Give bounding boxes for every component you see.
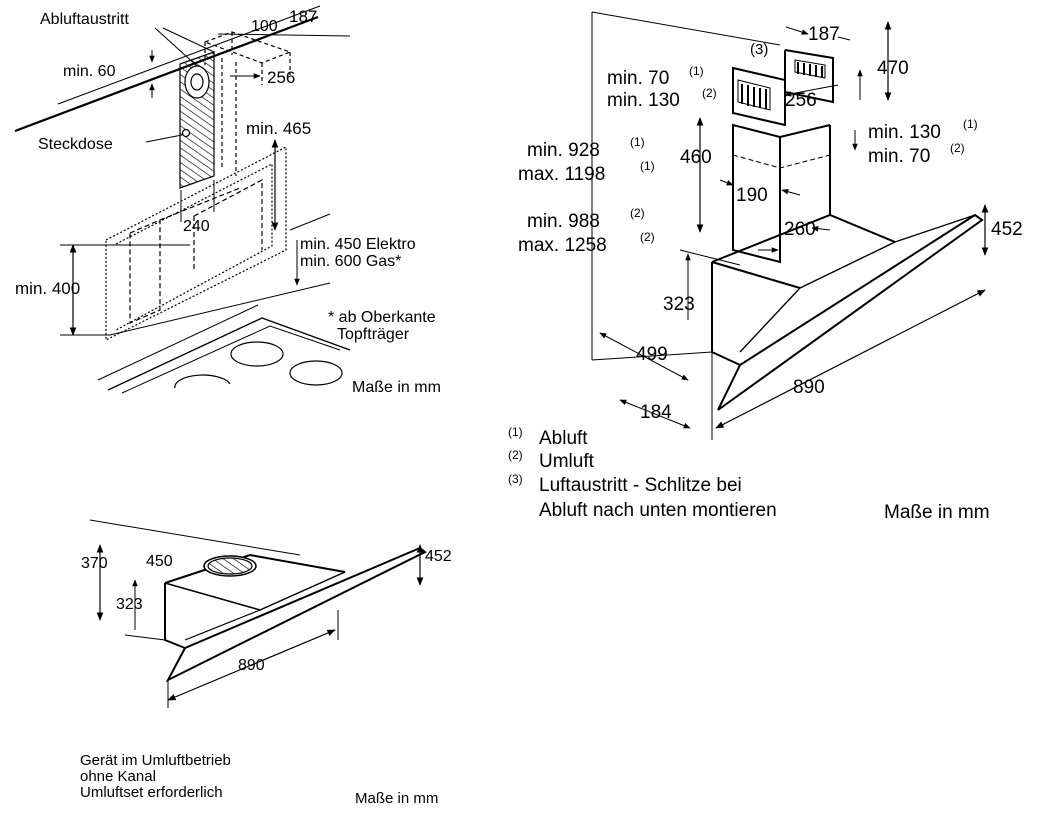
cooktop-edge bbox=[107, 317, 351, 391]
dim-line-100 bbox=[217, 33, 351, 37]
vent-slots-icon bbox=[737, 79, 771, 111]
dim-min928-label: min. 928 bbox=[527, 140, 600, 161]
bottom-hood-body bbox=[164, 583, 186, 649]
burner-icon bbox=[230, 341, 284, 367]
dim-260-label: 260 bbox=[784, 219, 816, 240]
dim-890-bottom-label: 890 bbox=[238, 657, 265, 674]
exhaust-outlet-label: Abluftaustritt bbox=[40, 11, 129, 28]
dim-256-right-label: 256 bbox=[785, 90, 817, 111]
dim-452-right-label: 452 bbox=[991, 219, 1023, 240]
note-line1: * ab Oberkante bbox=[328, 309, 436, 326]
dim-min600-label: min. 600 Gas* bbox=[300, 253, 401, 270]
dim-min450-label: min. 450 Elektro bbox=[300, 236, 416, 253]
exhaust-opening-icon bbox=[184, 65, 210, 99]
dim-min130b-sup: (1) bbox=[963, 117, 978, 131]
dim-370-label: 370 bbox=[81, 555, 108, 572]
hood-outline-dotted bbox=[105, 146, 287, 341]
socket-icon bbox=[181, 128, 191, 138]
dim-470-label: 470 bbox=[877, 58, 909, 79]
exhaust-opening-inner bbox=[190, 73, 204, 91]
hood-body bbox=[711, 262, 741, 366]
dim-min988-sup: (2) bbox=[630, 206, 645, 220]
legend-mark-3: (3) bbox=[508, 472, 523, 486]
dim-240-label: 240 bbox=[183, 218, 210, 235]
dim-min130b-label: min. 130 bbox=[868, 122, 941, 143]
left-installation-diagram bbox=[14, 5, 351, 394]
legend-mark-1: (1) bbox=[508, 425, 523, 439]
dim-460-label: 460 bbox=[680, 147, 712, 168]
lower-chimney bbox=[732, 123, 781, 264]
ceiling-line bbox=[14, 15, 319, 133]
dim-190-label: 190 bbox=[736, 185, 768, 206]
upper-chimney-back bbox=[784, 49, 834, 104]
dim-min130-label: min. 130 bbox=[607, 90, 680, 111]
dim-499-label: 499 bbox=[636, 344, 668, 365]
legend-text-3: Luftaustritt - Schlitze bei bbox=[539, 475, 742, 496]
filter-grid-icon bbox=[207, 557, 253, 575]
ceiling-line-upper bbox=[57, 5, 321, 105]
dim-min70b-sup: (2) bbox=[950, 141, 965, 155]
dim-min70-label: min. 70 bbox=[607, 68, 669, 89]
dim-323-bottom-label: 323 bbox=[116, 596, 143, 613]
note-line2: Topfträger bbox=[337, 326, 410, 343]
caption-line1: Gerät im Umluftbetrieb bbox=[80, 752, 231, 769]
caption-line3: Umluftset erforderlich bbox=[80, 784, 223, 801]
dim-187-label: 187 bbox=[289, 7, 317, 26]
dim-max1258-label: max. 1258 bbox=[518, 235, 607, 256]
dim-100-label: 100 bbox=[251, 18, 278, 35]
dim-450-label: 450 bbox=[146, 553, 173, 570]
burner-icon bbox=[174, 374, 231, 389]
left-units-label: Maße in mm bbox=[352, 379, 441, 396]
dim-min60-label: min. 60 bbox=[63, 63, 116, 80]
dim-arrow-890 bbox=[715, 289, 986, 429]
dim-min400-label: min. 400 bbox=[15, 279, 80, 298]
dim-max1258-sup: (2) bbox=[640, 230, 655, 244]
ref3-label: (3) bbox=[750, 41, 768, 58]
dim-min70-sup: (1) bbox=[689, 64, 704, 78]
dim-min130-sup: (2) bbox=[702, 86, 717, 100]
dim-890-right-label: 890 bbox=[793, 377, 825, 398]
dim-min70b-label: min. 70 bbox=[868, 146, 930, 167]
socket-label: Steckdose bbox=[38, 136, 113, 153]
legend: (1) Abluft (2) Umluft (3) Luftaustritt -… bbox=[508, 425, 990, 523]
dim-min465-label: min. 465 bbox=[246, 119, 311, 138]
dim-184-label: 184 bbox=[640, 402, 672, 423]
dim-max1198-sup: (1) bbox=[640, 159, 655, 173]
bottom-recirculation-diagram bbox=[89, 519, 427, 708]
right-hood-diagram bbox=[591, 11, 989, 440]
dim-min928-sup: (1) bbox=[630, 135, 645, 149]
right-units-label: Maße in mm bbox=[884, 502, 990, 523]
dim-323-right-label: 323 bbox=[663, 294, 695, 315]
legend-mark-2: (2) bbox=[508, 448, 523, 462]
dim-187-right-label: 187 bbox=[808, 24, 840, 45]
bottom-units-label: Maße in mm bbox=[355, 790, 438, 807]
legend-continuation: Abluft nach unten montieren bbox=[539, 500, 777, 521]
upper-chimney-front bbox=[732, 66, 786, 127]
dim-min988-label: min. 988 bbox=[527, 211, 600, 232]
caption-line2: ohne Kanal bbox=[80, 768, 156, 785]
outlet-box bbox=[203, 31, 292, 64]
dim-452-bottom-label: 452 bbox=[425, 548, 452, 565]
legend-text-1: Abluft bbox=[539, 428, 588, 449]
dim-arrow-890-bottom bbox=[167, 629, 336, 701]
dim-max1198-label: max. 1198 bbox=[518, 164, 605, 185]
dim-256-label: 256 bbox=[267, 68, 295, 87]
burner-icon bbox=[289, 360, 343, 386]
legend-text-2: Umluft bbox=[539, 451, 595, 472]
